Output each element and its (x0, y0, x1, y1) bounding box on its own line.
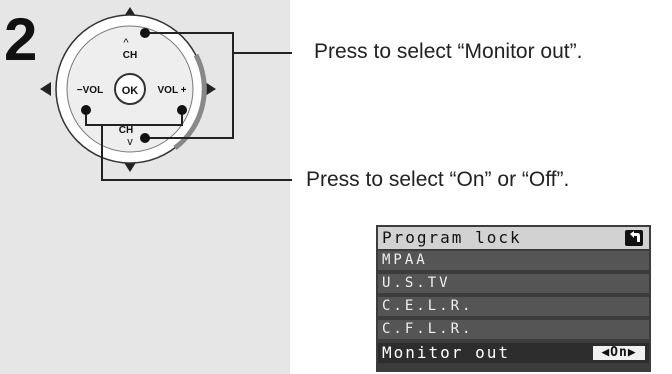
arrow-left-icon (40, 82, 51, 96)
value-left-arrow-icon[interactable]: ◀ (601, 345, 611, 360)
menu-item-monitor-out[interactable]: Monitor out ◀On▶ (378, 343, 649, 363)
ch-instruction: Press to select “Monitor out”. (314, 40, 583, 63)
ch-down-button[interactable] (140, 133, 150, 143)
menu-title: Program lock (382, 228, 522, 247)
ok-button-label: OK (122, 85, 139, 97)
ch-down-symbol: v (127, 136, 133, 148)
vol-minus-button[interactable] (81, 105, 91, 115)
monitor-out-value: On (610, 345, 628, 360)
ch-callout-bracket (145, 32, 234, 139)
vol-plus-label: VOL + (158, 85, 187, 96)
vol-callout-leader (101, 125, 292, 181)
ok-button[interactable] (114, 73, 146, 105)
ch-up-label: CH (123, 50, 137, 61)
pad-shadow (173, 53, 207, 150)
vol-callout-bracket (85, 110, 183, 126)
monitor-out-value-selector[interactable]: ◀On▶ (593, 346, 645, 360)
menu-header: Program lock (378, 227, 649, 249)
vol-plus-button[interactable] (177, 105, 187, 115)
ch-down-label: CH (119, 125, 133, 136)
menu-item-celr[interactable]: C.E.L.R. (378, 297, 649, 316)
arrow-down-icon (123, 161, 137, 172)
return-arrow-icon[interactable] (625, 230, 643, 246)
ch-up-button[interactable] (140, 28, 150, 38)
value-right-arrow-icon[interactable]: ▶ (627, 345, 637, 360)
monitor-out-label: Monitor out (382, 343, 510, 362)
step-number: 2 (4, 6, 38, 73)
ch-up-symbol: ^ (123, 37, 129, 49)
menu-item-cflr[interactable]: C.F.L.R. (378, 320, 649, 339)
vol-instruction: Press to select “On” or “Off”. (306, 168, 570, 191)
menu-item-mpaa[interactable]: MPAA (378, 251, 649, 270)
arrow-right-icon (205, 82, 216, 96)
program-lock-menu: Program lock MPAA U.S.TV C.E.L.R. C.F.L.… (376, 225, 651, 372)
vol-minus-label: −VOL (77, 85, 103, 96)
menu-item-us-tv[interactable]: U.S.TV (378, 274, 649, 293)
